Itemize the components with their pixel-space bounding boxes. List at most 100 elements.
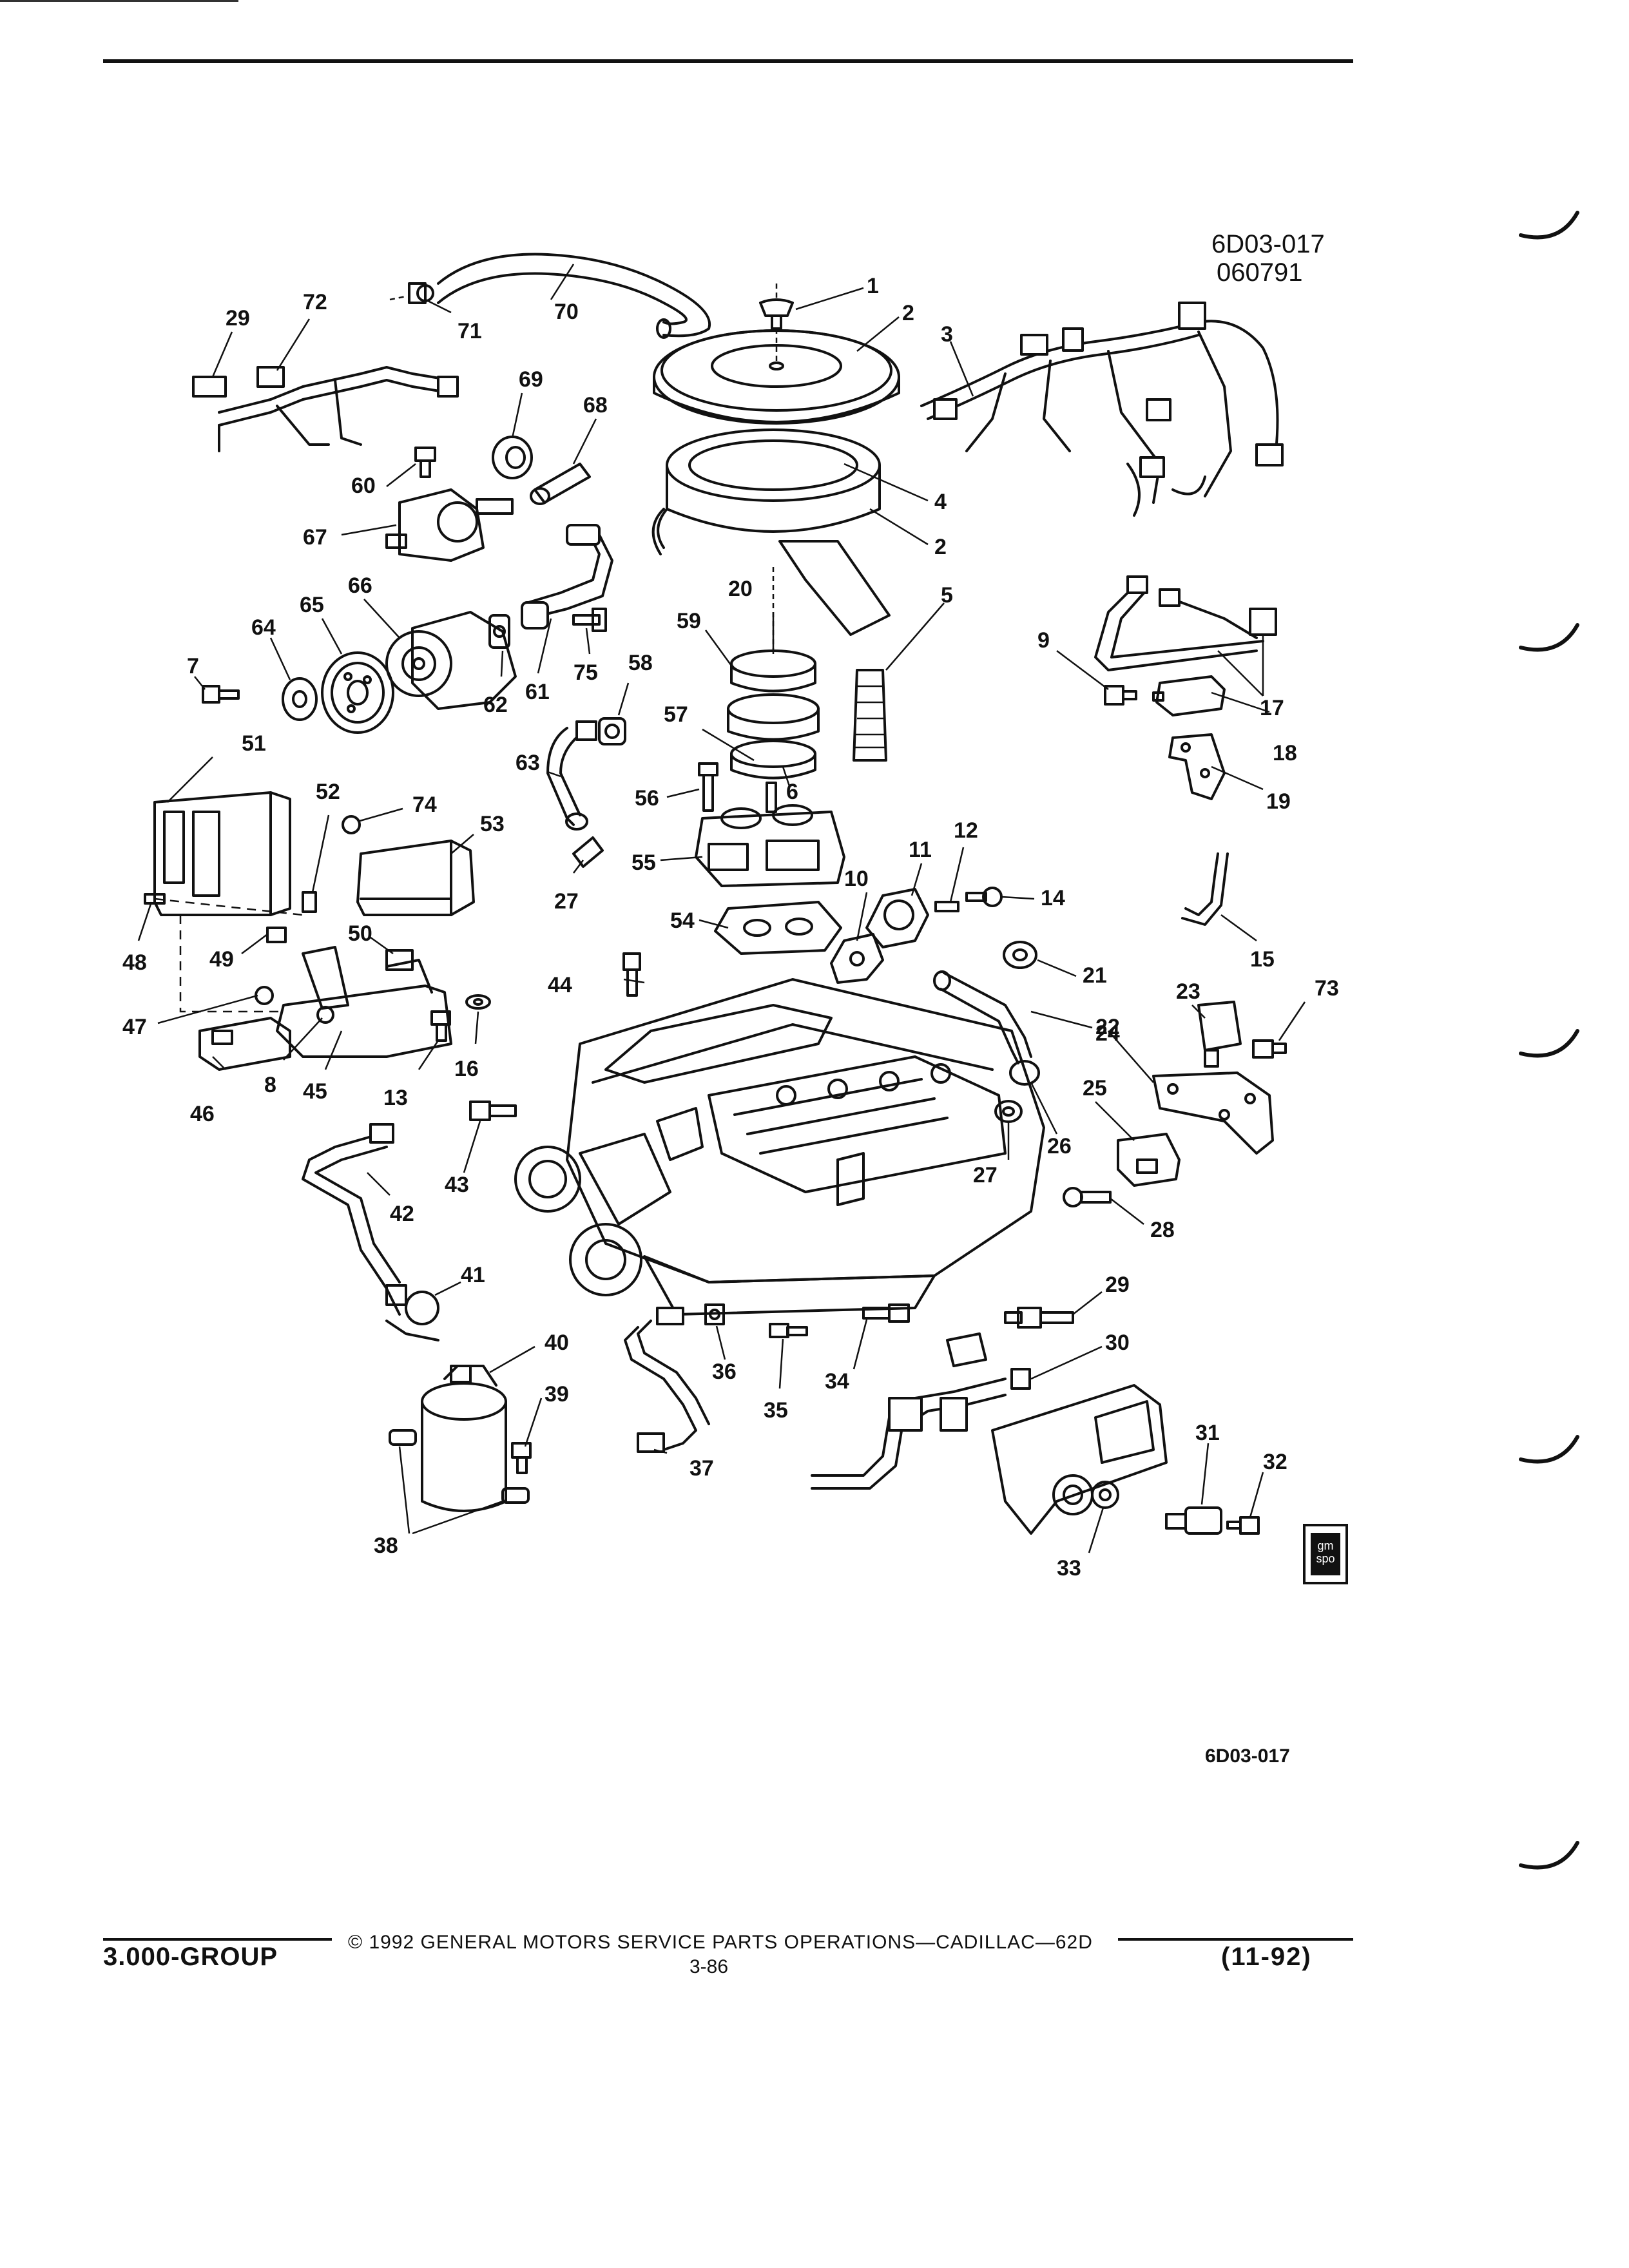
callout-23: 23 [1176, 979, 1200, 1004]
callout-70: 70 [554, 300, 579, 324]
callout-10: 10 [844, 867, 869, 891]
throttle-body [695, 782, 845, 887]
bolt-28 [1063, 1187, 1112, 1207]
clamp-71 [408, 282, 434, 304]
sensor-35 [769, 1323, 808, 1338]
leader-lines [137, 264, 1306, 1553]
callout-50: 50 [348, 921, 372, 946]
evap-canister [421, 1365, 507, 1512]
sensor-34 [862, 1303, 910, 1323]
callout-60: 60 [351, 474, 376, 498]
bolt-52 [302, 891, 317, 913]
fuel-rail-tubes [192, 366, 459, 452]
callout-2b: 2 [934, 535, 947, 559]
callout-43: 43 [445, 1173, 469, 1197]
hose-15 [1181, 852, 1229, 926]
callout-17: 17 [1260, 696, 1284, 720]
switch-31 [1165, 1506, 1222, 1535]
grommet-58 [598, 717, 626, 745]
air-cleaner-lid [653, 329, 900, 425]
callout-68: 68 [583, 393, 608, 418]
callout-14: 14 [1041, 886, 1065, 910]
callout-26: 26 [1047, 1134, 1072, 1158]
callout-5: 5 [941, 583, 953, 608]
bolt-75 [572, 608, 607, 632]
callout-48: 48 [122, 950, 147, 975]
callout-9: 9 [1037, 628, 1050, 653]
hose-68 [530, 463, 591, 505]
figure-date-code: 060791 [1217, 258, 1302, 287]
callout-7: 7 [187, 654, 199, 678]
callout-62: 62 [483, 693, 508, 717]
top-rule [103, 59, 1353, 63]
callout-labels: 1 2 3 4 2 5 6 20 59 57 56 55 54 10 11 12… [122, 274, 1339, 1581]
gear-33 [1091, 1481, 1119, 1509]
throttle-body-gasket [714, 901, 842, 955]
bolt-60 [414, 447, 436, 478]
fuel-line-30 [811, 1332, 1031, 1490]
sensor-9 [1104, 685, 1137, 706]
bolt-8 [316, 1006, 334, 1024]
callout-73: 73 [1315, 976, 1339, 1001]
ecm-mount-guide [179, 915, 284, 1013]
callout-47: 47 [122, 1015, 147, 1039]
engine-block [514, 978, 1045, 1316]
callout-55: 55 [631, 850, 656, 875]
module-25 [1117, 1133, 1181, 1187]
callout-45: 45 [303, 1079, 327, 1104]
callout-32: 32 [1263, 1450, 1287, 1474]
hose-63 [546, 720, 597, 831]
sensor-23 [1197, 1001, 1242, 1068]
spacer-64 [282, 677, 318, 721]
callout-36: 36 [712, 1360, 737, 1384]
footer-copyright: © 1992 GENERAL MOTORS SERVICE PARTS OPER… [348, 1932, 1093, 1953]
bolt-47 [255, 986, 274, 1005]
callout-54: 54 [670, 908, 695, 933]
callout-63: 63 [516, 751, 540, 775]
callout-72: 72 [303, 290, 327, 314]
callout-29b: 29 [1105, 1273, 1130, 1297]
gm-spo-logo: gm spo [1303, 1524, 1348, 1584]
callout-35: 35 [764, 1398, 788, 1423]
callout-30: 30 [1105, 1331, 1130, 1355]
valve-11 [865, 888, 929, 948]
transmission-housing [991, 1384, 1168, 1535]
callout-44: 44 [548, 973, 572, 997]
pulley-65 [321, 651, 394, 734]
callout-71: 71 [458, 319, 482, 343]
bolt-7 [202, 685, 240, 704]
callout-15: 15 [1250, 947, 1275, 972]
callout-38: 38 [374, 1533, 398, 1558]
callout-52: 52 [316, 780, 340, 804]
elbow-26 [1009, 1060, 1040, 1086]
footer-date: (11-92) [1221, 1943, 1312, 1971]
logo-text: gm spo [1316, 1539, 1335, 1565]
callout-67: 67 [303, 525, 327, 550]
callout-16: 16 [454, 1057, 479, 1081]
callout-51: 51 [242, 731, 266, 756]
nut-49 [266, 927, 287, 943]
callout-42: 42 [390, 1202, 414, 1226]
grommet-21 [1003, 941, 1037, 969]
callout-1: 1 [867, 274, 879, 298]
module-53 [356, 840, 475, 916]
valve-41 [385, 1284, 439, 1341]
callout-69: 69 [519, 367, 543, 392]
clip-27-lower [994, 1100, 1023, 1123]
callout-28: 28 [1150, 1218, 1175, 1242]
callout-65: 65 [300, 593, 324, 617]
bracket-45 [276, 946, 452, 1058]
callout-21: 21 [1083, 963, 1107, 988]
binder-marks [1519, 211, 1579, 1870]
air-pump [385, 611, 517, 710]
bolt-13 [430, 1010, 451, 1042]
callout-40: 40 [545, 1331, 569, 1355]
bracket-19 [1168, 733, 1226, 800]
wiring-harness [920, 302, 1284, 517]
bolt-74 [342, 815, 361, 834]
callout-49: 49 [209, 947, 234, 972]
callout-58: 58 [628, 651, 653, 675]
module-18 [1152, 675, 1226, 716]
hose-22 [933, 970, 1032, 1064]
